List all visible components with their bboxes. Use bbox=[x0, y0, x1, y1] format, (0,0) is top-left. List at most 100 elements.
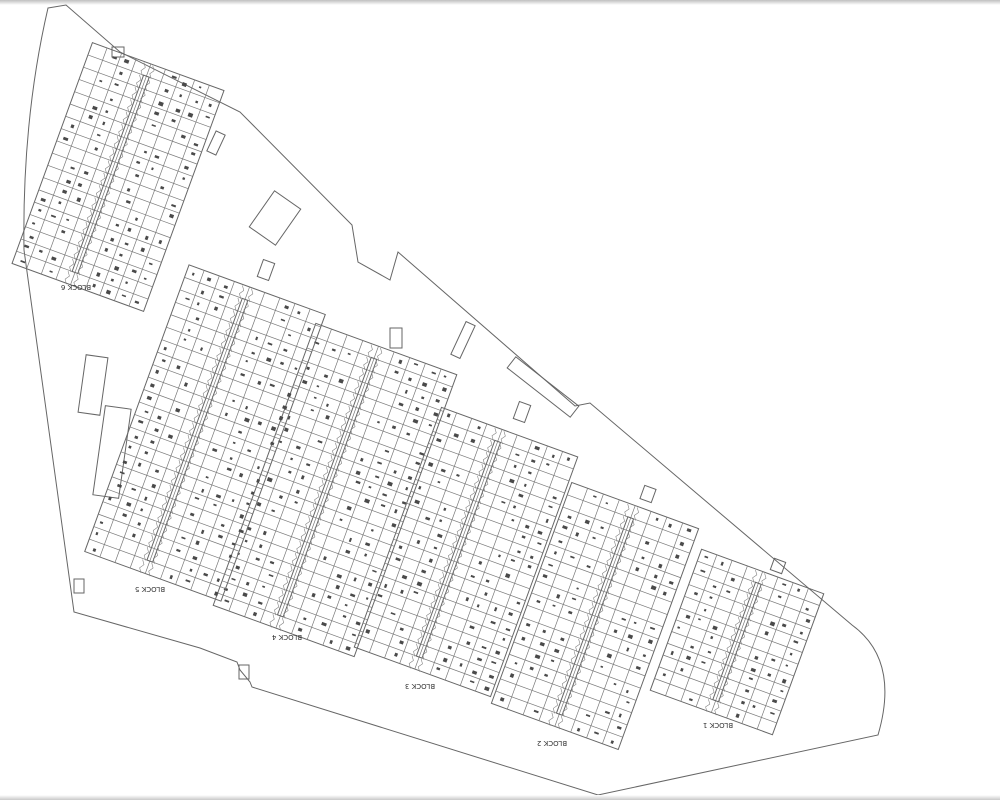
plot-marker bbox=[360, 457, 364, 462]
plot-outline-mark bbox=[629, 519, 635, 533]
plot-row-line bbox=[134, 414, 271, 465]
plot-column-line bbox=[55, 58, 137, 280]
plot-row-line bbox=[29, 214, 162, 263]
plot-marker bbox=[490, 620, 496, 625]
plot-row-line bbox=[380, 574, 517, 626]
plot-marker bbox=[777, 595, 782, 599]
plot-outline-mark bbox=[448, 547, 454, 561]
plot-marker bbox=[265, 357, 272, 363]
plot-marker bbox=[323, 374, 329, 379]
plot-marker bbox=[414, 499, 420, 505]
plot-outline-mark bbox=[349, 393, 355, 407]
plot-marker bbox=[66, 218, 70, 222]
plot-marker bbox=[730, 577, 736, 582]
plot-marker bbox=[469, 625, 475, 630]
plot-outline-mark bbox=[216, 347, 222, 362]
plot-marker bbox=[537, 530, 543, 535]
plot-outline-mark bbox=[434, 583, 440, 597]
plot-outline-mark bbox=[448, 574, 454, 588]
plot-marker bbox=[235, 565, 241, 570]
plot-outline-mark bbox=[184, 463, 190, 477]
plot-row-line bbox=[244, 519, 386, 572]
plot-marker bbox=[536, 599, 541, 604]
plot-outline-mark bbox=[461, 538, 467, 552]
plot-marker bbox=[175, 108, 181, 114]
plot-marker bbox=[374, 475, 380, 479]
plot-marker bbox=[744, 689, 750, 693]
plot-marker bbox=[780, 689, 784, 693]
plot-row-line bbox=[275, 433, 417, 486]
plot-marker bbox=[270, 426, 277, 432]
outbuilding bbox=[769, 557, 787, 575]
plot-marker bbox=[288, 470, 292, 474]
plot-marker bbox=[626, 647, 630, 652]
plot-column-line bbox=[99, 270, 205, 558]
plot-marker bbox=[383, 583, 388, 589]
plot-outline-mark bbox=[314, 519, 320, 533]
plot-marker bbox=[297, 311, 301, 315]
plot-column-line bbox=[475, 451, 563, 692]
plot-marker bbox=[190, 151, 196, 156]
plot-marker bbox=[325, 414, 330, 420]
plot-marker bbox=[50, 214, 57, 218]
plot-marker bbox=[368, 485, 372, 489]
plot-marker bbox=[206, 277, 212, 282]
plot-marker bbox=[720, 561, 724, 566]
plot-marker bbox=[224, 599, 230, 603]
plot-row-line bbox=[371, 598, 509, 650]
plot-row-line bbox=[166, 326, 303, 378]
plot-outline-mark bbox=[761, 573, 767, 587]
plot-marker bbox=[134, 435, 139, 440]
plot-outline-mark bbox=[722, 652, 728, 665]
plot-marker bbox=[399, 640, 404, 645]
plot-column-line bbox=[586, 517, 668, 739]
plot-marker bbox=[295, 445, 301, 450]
plot-marker bbox=[286, 392, 292, 398]
plot-marker bbox=[712, 585, 717, 589]
plot-marker bbox=[169, 574, 174, 580]
plot-marker bbox=[187, 112, 194, 118]
plot-marker bbox=[119, 253, 123, 257]
plot-outline-mark bbox=[180, 475, 186, 490]
plot-marker bbox=[613, 682, 617, 686]
plot-marker bbox=[123, 58, 130, 64]
cemetery-block-3 bbox=[353, 406, 579, 698]
plot-column-line bbox=[84, 69, 166, 291]
plot-marker bbox=[144, 496, 148, 501]
plot-marker bbox=[268, 574, 274, 578]
plot-column-line bbox=[506, 488, 588, 710]
plot-outline-mark bbox=[328, 482, 334, 497]
plot-marker bbox=[200, 290, 205, 295]
plot-marker bbox=[511, 518, 515, 522]
plot-marker bbox=[442, 657, 448, 663]
plot-outline-mark bbox=[283, 577, 289, 591]
plot-marker bbox=[793, 640, 799, 644]
plot-outline-mark bbox=[580, 654, 586, 668]
plot-marker bbox=[223, 285, 229, 289]
plot-marker bbox=[370, 529, 374, 532]
plot-row-line bbox=[87, 54, 220, 104]
plot-outline-mark bbox=[131, 86, 137, 101]
plot-column-line bbox=[275, 346, 379, 629]
plot-marker bbox=[151, 124, 157, 128]
plot-outline-mark bbox=[377, 347, 383, 362]
plot-marker bbox=[353, 577, 357, 582]
plot-marker bbox=[647, 639, 654, 645]
plot-row-line bbox=[266, 457, 408, 510]
plot-outline-mark bbox=[474, 475, 480, 489]
plot-outline-mark bbox=[435, 610, 441, 624]
plot-marker bbox=[148, 262, 153, 266]
plot-marker bbox=[246, 502, 250, 506]
central-aisle bbox=[146, 297, 249, 563]
plot-marker bbox=[633, 621, 637, 625]
plot-column-line bbox=[384, 418, 473, 659]
plot-marker bbox=[140, 247, 146, 253]
plot-marker bbox=[131, 487, 137, 492]
plot-marker bbox=[257, 601, 263, 605]
plot-marker bbox=[179, 94, 183, 98]
plot-marker bbox=[805, 607, 809, 611]
plot-outline-mark bbox=[557, 687, 563, 702]
plot-marker bbox=[372, 569, 377, 573]
plot-marker bbox=[433, 412, 439, 417]
plot-marker bbox=[212, 447, 218, 453]
